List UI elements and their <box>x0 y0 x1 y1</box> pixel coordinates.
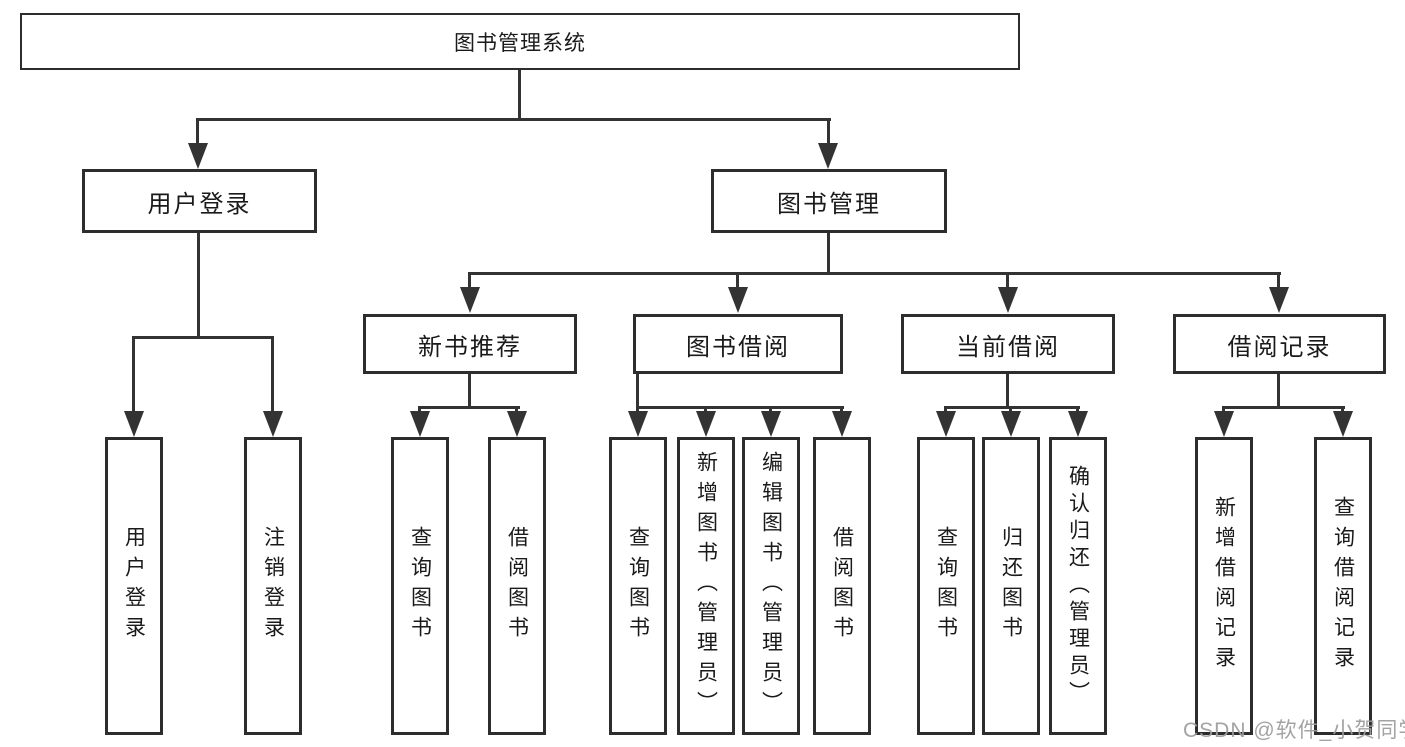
leaf-recommend-borrow-books-label: 借阅图书 <box>505 526 529 646</box>
connector-records-branch <box>1222 406 1345 409</box>
arrow-down-icon <box>818 143 838 169</box>
connector-recommend-drop-2 <box>515 406 518 415</box>
connector-book-mgmt-stem <box>827 233 830 274</box>
node-book-management-label: 图书管理 <box>777 190 881 218</box>
connector-records-drop-2 <box>1341 406 1344 415</box>
connector-recommend-stem <box>468 374 471 408</box>
arrow-down-icon <box>728 287 748 313</box>
node-user-login-label: 用户登录 <box>147 190 252 218</box>
leaf-borrow-add-books-admin-label: 新增图书（管理员） <box>694 451 718 721</box>
leaf-recommend-borrow-books: 借阅图书 <box>488 437 546 735</box>
arrow-down-icon <box>1001 411 1021 437</box>
arrow-down-icon <box>998 287 1018 313</box>
leaf-borrow-borrow-books: 借阅图书 <box>813 437 871 735</box>
connector-recommend-drop-1 <box>418 406 421 415</box>
connector-book-mgmt-drop-4 <box>1277 272 1280 289</box>
arrow-down-icon <box>460 287 480 313</box>
connector-borrow-stem <box>636 374 639 408</box>
connector-recommend-branch <box>418 406 520 409</box>
arrow-down-icon <box>507 411 527 437</box>
arrow-down-icon <box>628 411 648 437</box>
leaf-logout-label: 注销登录 <box>261 526 285 646</box>
leaf-records-add-record-label: 新增借阅记录 <box>1212 496 1236 676</box>
connector-borrow-drop-4 <box>840 406 843 415</box>
node-library-system: 图书管理系统 <box>20 13 1020 70</box>
arrow-down-icon <box>936 411 956 437</box>
connector-current-drop-1 <box>944 406 947 415</box>
connector-borrow-drop-1 <box>636 406 639 415</box>
connector-user-login-branch <box>132 336 274 339</box>
arrow-down-icon <box>1269 287 1289 313</box>
leaf-current-query-books-label: 查询图书 <box>934 526 958 646</box>
node-book-management: 图书管理 <box>711 169 947 233</box>
leaf-borrow-edit-books-admin: 编辑图书（管理员） <box>742 437 800 735</box>
leaf-current-return-books-label: 归还图书 <box>999 526 1023 646</box>
connector-root-branch <box>196 118 831 121</box>
watermark: CSDN @软件_小贺同学 <box>1183 719 1405 742</box>
node-book-borrow-label: 图书借阅 <box>686 333 790 361</box>
arrow-down-icon <box>410 411 430 437</box>
leaf-current-confirm-return-admin-label: 确认归还（管理员） <box>1066 464 1090 708</box>
connector-root-left-drop <box>196 118 199 148</box>
arrow-down-icon <box>761 411 781 437</box>
node-current-borrow: 当前借阅 <box>901 314 1115 374</box>
arrow-down-icon <box>1068 411 1088 437</box>
connector-borrow-drop-3 <box>769 406 772 415</box>
connector-records-stem <box>1277 374 1280 408</box>
arrow-down-icon <box>1333 411 1353 437</box>
leaf-current-confirm-return-admin: 确认归还（管理员） <box>1049 437 1107 735</box>
connector-user-login-stem <box>197 233 200 338</box>
arrow-down-icon <box>832 411 852 437</box>
leaf-user-login-label: 用户登录 <box>122 526 146 646</box>
arrow-down-icon <box>696 411 716 437</box>
node-library-system-label: 图书管理系统 <box>454 31 586 55</box>
connector-book-mgmt-branch <box>468 272 1281 275</box>
connector-current-branch <box>944 406 1080 409</box>
leaf-borrow-add-books-admin: 新增图书（管理员） <box>677 437 735 735</box>
leaf-borrow-edit-books-admin-label: 编辑图书（管理员） <box>759 451 783 721</box>
arrow-down-icon <box>1214 411 1234 437</box>
connector-records-drop-1 <box>1222 406 1225 415</box>
connector-book-mgmt-drop-2 <box>736 272 739 289</box>
arrow-down-icon <box>263 411 283 437</box>
connector-book-mgmt-drop-3 <box>1006 272 1009 289</box>
connector-current-drop-2 <box>1009 406 1012 415</box>
connector-root-right-drop <box>827 118 830 148</box>
leaf-borrow-borrow-books-label: 借阅图书 <box>830 526 854 646</box>
arrow-down-icon <box>188 143 208 169</box>
connector-user-login-drop-1 <box>132 336 135 414</box>
connector-root-stem <box>518 70 521 120</box>
node-book-borrow: 图书借阅 <box>633 314 843 374</box>
node-user-login: 用户登录 <box>82 169 317 233</box>
leaf-user-login: 用户登录 <box>105 437 163 735</box>
connector-borrow-branch <box>636 406 844 409</box>
node-new-book-recommend: 新书推荐 <box>363 314 577 374</box>
leaf-recommend-query-books-label: 查询图书 <box>408 526 432 646</box>
leaf-borrow-query-books-label: 查询图书 <box>626 526 650 646</box>
leaf-logout: 注销登录 <box>244 437 302 735</box>
node-borrow-records: 借阅记录 <box>1173 314 1386 374</box>
leaf-records-add-record: 新增借阅记录 <box>1195 437 1253 735</box>
node-borrow-records-label: 借阅记录 <box>1227 333 1332 361</box>
connector-current-stem <box>1006 374 1009 408</box>
connector-user-login-drop-2 <box>271 336 274 414</box>
connector-current-drop-3 <box>1076 406 1079 415</box>
leaf-records-query-record-label: 查询借阅记录 <box>1331 496 1355 676</box>
node-current-borrow-label: 当前借阅 <box>956 333 1060 361</box>
connector-book-mgmt-drop-1 <box>468 272 471 289</box>
leaf-recommend-query-books: 查询图书 <box>391 437 449 735</box>
node-new-book-recommend-label: 新书推荐 <box>418 333 522 361</box>
leaf-current-query-books: 查询图书 <box>917 437 975 735</box>
arrow-down-icon <box>124 411 144 437</box>
leaf-records-query-record: 查询借阅记录 <box>1314 437 1372 735</box>
connector-borrow-drop-2 <box>704 406 707 415</box>
leaf-borrow-query-books: 查询图书 <box>609 437 667 735</box>
leaf-current-return-books: 归还图书 <box>982 437 1040 735</box>
